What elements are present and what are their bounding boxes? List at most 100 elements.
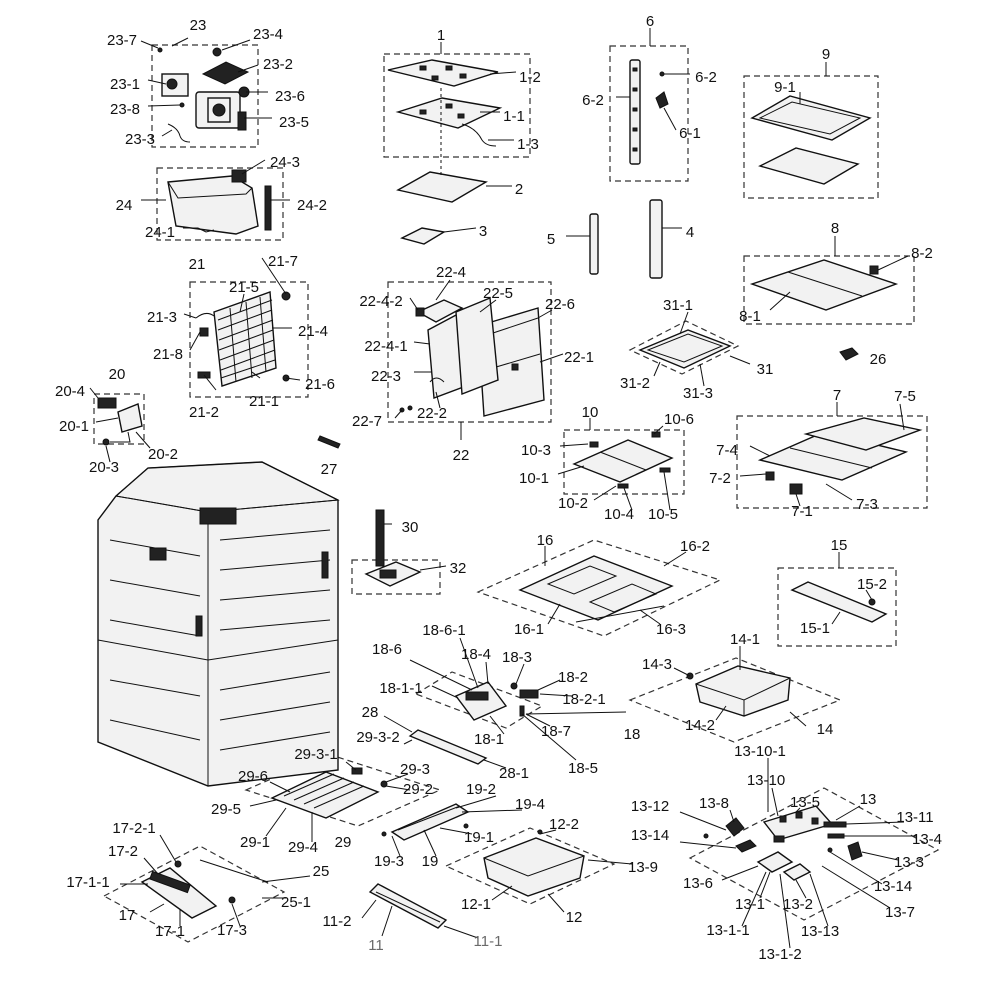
part-label: 8-1 [739,308,761,325]
part-label: 10-6 [664,411,694,428]
part-label: 13-7 [885,904,915,921]
part-label: 13-13 [801,923,839,940]
part-label: 1 [437,27,445,44]
part-label: 14 [817,721,834,738]
part-label: 6-2 [582,92,604,109]
part-28-29-cover [270,729,488,819]
part-12-drawer [483,829,585,897]
part-label: 17-1 [155,923,185,940]
part-16-tray [518,555,674,623]
part-label: 23-2 [263,56,293,73]
part-label: 17-2-1 [112,820,155,837]
part-label: 29-1 [240,834,270,851]
part-label: 22-5 [483,285,513,302]
part-label: 7-3 [856,496,878,513]
part-label: 21-8 [153,346,183,363]
part-label: 29-4 [288,839,318,856]
part-label: 17-2 [108,843,138,860]
part-label: 10-3 [521,442,551,459]
part-label: 5 [547,231,555,248]
part-label: 19-3 [374,853,404,870]
part-label: 19-1 [464,829,494,846]
part-23-ice-maker [157,47,250,143]
part-label: 31-2 [620,375,650,392]
part-label: 23-7 [107,32,137,49]
part-20-fan [97,397,143,446]
part-label: 29 [335,834,352,851]
part-label: 29-5 [211,801,241,818]
part-label: 17-1-1 [66,874,109,891]
part-label: 16-3 [656,621,686,638]
part-label: 25-1 [281,894,311,911]
part-label: 22-6 [545,296,575,313]
part-7-shelf [757,417,923,495]
part-label: 8 [831,220,839,237]
part-label: 13-8 [699,795,729,812]
part-label: 23-5 [279,114,309,131]
part-label: 15-2 [857,576,887,593]
part-label: 10-4 [604,506,634,523]
part-label: 26 [870,351,887,368]
part-label: 11-2 [323,913,352,930]
part-label: 21-2 [189,404,219,421]
part-label: 28 [362,704,379,721]
part-label: 18-7 [541,723,571,740]
part-label: 13-11 [896,809,933,826]
part-label: 31-1 [663,297,693,314]
part-label: 7-1 [791,503,813,520]
part-label: 31-3 [683,385,713,402]
part-label: 25 [313,863,330,880]
part-label: 9 [822,46,830,63]
part-label: 24 [116,197,133,214]
part-31-tray [638,329,859,369]
part-label: 3 [479,223,487,240]
part-label: 17-3 [217,922,247,939]
part-17-25-rails [140,859,269,919]
part-label: 16 [537,532,554,549]
part-label: 18-2 [558,669,588,686]
part-label: 22-4 [436,264,466,281]
part-label: 18 [624,726,641,743]
part-9-shelf [750,95,872,185]
part-label: 12-2 [549,816,579,833]
part-15-rail [790,581,888,623]
part-label: 13-10-1 [734,743,786,760]
part-label: 18-6 [372,641,402,658]
part-label: 29-2 [403,781,433,798]
part-label: 7-5 [894,388,916,405]
part-label: 22 [453,447,470,464]
part-label: 21-7 [268,253,298,270]
part-label: 24-2 [297,197,327,214]
part-label: 20-1 [59,418,89,435]
part-label: 20-3 [89,459,119,476]
part-label: 6-2 [695,69,717,86]
part-label: 23-4 [253,26,283,43]
part-label: 21-4 [298,323,328,340]
part-label: 21-3 [147,309,177,326]
part-label: 12-1 [461,896,491,913]
part-label: 1-2 [519,69,541,86]
part-label: 20-4 [55,383,85,400]
part-label: 21-5 [229,279,259,296]
part-label: 18-2-1 [562,691,605,708]
leader-lines [89,28,916,949]
part-8-shelf [749,259,899,311]
part-label: 20 [109,366,126,383]
part-label: 10-1 [519,470,549,487]
part-22-door [399,296,545,417]
part-label: 20-2 [148,446,178,463]
part-13-dispenser [703,805,863,881]
part-label: 13-12 [631,798,669,815]
part-label: 29-3-1 [294,746,337,763]
part-label: 22-2 [417,405,447,422]
part-label: 23-1 [110,76,140,93]
part-label: 16-2 [680,538,710,555]
part-label: 29-6 [238,768,268,785]
part-label: 21-1 [249,393,279,410]
part-label: 18-4 [461,646,491,663]
part-label: 21 [189,256,206,273]
part-label: 31 [757,361,774,378]
part-label: 22-3 [371,368,401,385]
part-label: 23 [190,17,207,34]
